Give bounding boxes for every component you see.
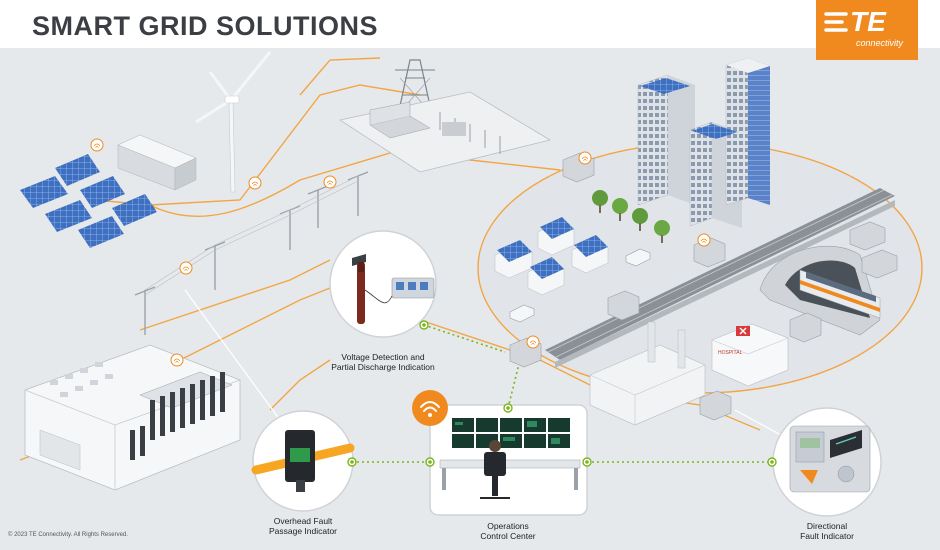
data-center-icon (24, 344, 241, 491)
hospital-icon (711, 323, 789, 387)
monitor-connectors (352, 324, 772, 463)
battery-storage-icon (117, 134, 197, 191)
wifi-icon (170, 353, 184, 367)
overhead-wires (144, 175, 359, 296)
wifi-icon (697, 233, 711, 247)
directional-fault-label-line2: Fault Indicator (800, 531, 854, 541)
te-logo-mark-icon (824, 12, 848, 32)
wind-turbine-icon (195, 51, 272, 193)
wifi-icon (578, 151, 592, 165)
copyright-text: © 2023 TE Connectivity. All Rights Reser… (8, 532, 128, 538)
car-icon (509, 248, 651, 323)
wifi-icon (526, 335, 540, 349)
overhead-fault-label-line2: Passage Indicator (268, 526, 338, 536)
operations-label-line1: Operations (487, 521, 529, 531)
wifi-badges (90, 138, 711, 367)
overhead-fault-label-line1: Overhead Fault (273, 516, 333, 526)
office-tower-icon (637, 57, 770, 228)
utility-poles (134, 171, 369, 335)
voltage-detection-label-line1: Voltage Detection and (341, 352, 425, 362)
directional-fault-label: Directional Fault Indicator (777, 521, 877, 541)
operator-icon (480, 440, 510, 499)
te-logo-text: TE (850, 6, 886, 37)
operations-callout (425, 403, 592, 516)
wifi-icon (179, 261, 193, 275)
voltage-detection-callout (329, 230, 437, 338)
railway-track (545, 188, 895, 368)
hospital-sign: HOSPITAL (718, 350, 743, 356)
wifi-icon (323, 175, 337, 189)
overhead-fault-label: Overhead Fault Passage Indicator (248, 516, 358, 536)
te-logo-subtitle: connectivity (856, 38, 904, 48)
voltage-detection-label: Voltage Detection and Partial Discharge … (318, 352, 448, 372)
substation-icon (338, 91, 552, 173)
directional-fault-label-line1: Directional (806, 521, 848, 531)
house-icon (494, 217, 609, 296)
wifi-icon (90, 138, 104, 152)
factory-icon (589, 321, 706, 426)
header-bar: SMART GRID SOLUTIONS (0, 0, 940, 48)
wifi-icon (248, 176, 262, 190)
page-title: SMART GRID SOLUTIONS (32, 11, 378, 41)
operations-label-line2: Control Center (480, 531, 536, 541)
directional-fault-callout (767, 407, 882, 517)
te-logo: TE connectivity (816, 0, 918, 60)
tree-icon (592, 190, 670, 243)
overhead-fault-callout (251, 410, 357, 512)
train-icon (759, 245, 881, 336)
solar-panel-icon (20, 154, 157, 248)
operations-label: Operations Control Center (458, 521, 558, 541)
voltage-detection-label-line2: Partial Discharge Indication (331, 362, 435, 372)
operations-wifi-icon (412, 390, 448, 426)
